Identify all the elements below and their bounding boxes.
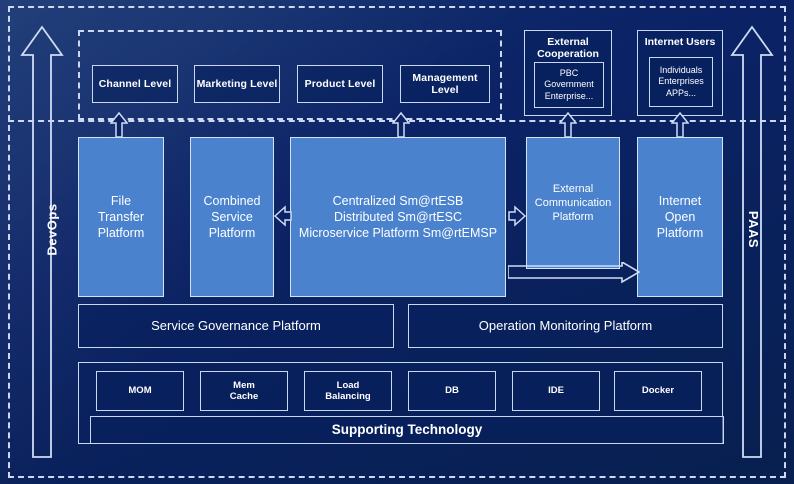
platform-label: File Transfer Platform (97, 193, 145, 241)
management-row-label: Service Governance Platform (151, 318, 321, 334)
level-label: Product Level (304, 77, 376, 90)
business-level-group (78, 30, 502, 120)
external-cooperation-up-arrow (559, 112, 577, 138)
platform-combined-service[interactable]: Combined Service Platform (190, 137, 274, 297)
platform-label: Internet Open Platform (656, 193, 704, 241)
internet-users-title: Internet Users (644, 36, 716, 48)
tech-box-docker[interactable]: Docker (614, 371, 702, 411)
level-label: Channel Level (98, 77, 172, 90)
paas-rail-arrow (730, 24, 774, 460)
level-box-marketing[interactable]: Marketing Level (194, 65, 280, 103)
channel-level-up-arrow (110, 112, 128, 138)
tech-box-db[interactable]: DB (408, 371, 496, 411)
platform-external-communication[interactable]: External Communication Platform (526, 137, 620, 269)
level-label: Management Level (412, 71, 478, 96)
platform-internet-open[interactable]: Internet Open Platform (637, 137, 723, 297)
tech-box-load-balancing[interactable]: Load Balancing (304, 371, 392, 411)
tech-label: IDE (548, 385, 564, 397)
internet-users-up-arrow (671, 112, 689, 138)
tech-label: Load Balancing (325, 379, 371, 402)
tech-label: DB (445, 385, 459, 397)
internet-users-inner: Individuals Enterprises APPs... (649, 57, 713, 107)
platform-label: Centralized Sm@rtESB Distributed Sm@rtES… (298, 193, 498, 241)
management-row-label: Operation Monitoring Platform (478, 318, 653, 334)
internet-open-feed-arrow (508, 262, 640, 284)
service-governance-platform[interactable]: Service Governance Platform (78, 304, 394, 348)
combined-service-left-arrow (274, 203, 292, 229)
devops-rail-label: DevOps (44, 203, 60, 256)
supporting-technology-label: Supporting Technology (331, 422, 483, 438)
level-box-management[interactable]: Management Level (400, 65, 490, 103)
external-cooperation-group[interactable]: External Cooperation PBC Government Ente… (524, 30, 612, 116)
supporting-technology-bar[interactable]: Supporting Technology (90, 416, 724, 444)
operation-monitoring-platform[interactable]: Operation Monitoring Platform (408, 304, 723, 348)
tech-label: MOM (128, 385, 152, 397)
internet-users-inner-text: Individuals Enterprises APPs... (658, 64, 704, 98)
tech-label: Mem Cache (229, 379, 259, 402)
external-comm-right-arrow (506, 203, 526, 229)
level-box-product[interactable]: Product Level (297, 65, 383, 103)
devops-rail-arrow (20, 24, 64, 460)
platform-label: Combined Service Platform (203, 193, 261, 241)
external-cooperation-title: External Cooperation (537, 36, 599, 61)
tech-label: Docker (641, 385, 675, 397)
level-label: Marketing Level (196, 77, 278, 90)
internet-users-group[interactable]: Internet Users Individuals Enterprises A… (637, 30, 723, 116)
management-level-up-arrow (392, 112, 410, 138)
paas-rail-label: PAAS (746, 210, 762, 249)
platform-label: External Communication Platform (534, 182, 612, 224)
tech-box-ide[interactable]: IDE (512, 371, 600, 411)
platform-center-esb[interactable]: Centralized Sm@rtESB Distributed Sm@rtES… (290, 137, 506, 297)
diagram-outer-frame (8, 6, 786, 478)
platform-file-transfer[interactable]: File Transfer Platform (78, 137, 164, 297)
external-cooperation-inner: PBC Government Enterprise... (534, 62, 604, 108)
external-cooperation-inner-text: PBC Government Enterprise... (544, 67, 594, 101)
tech-box-mem-cache[interactable]: Mem Cache (200, 371, 288, 411)
tech-box-mom[interactable]: MOM (96, 371, 184, 411)
level-box-channel[interactable]: Channel Level (92, 65, 178, 103)
